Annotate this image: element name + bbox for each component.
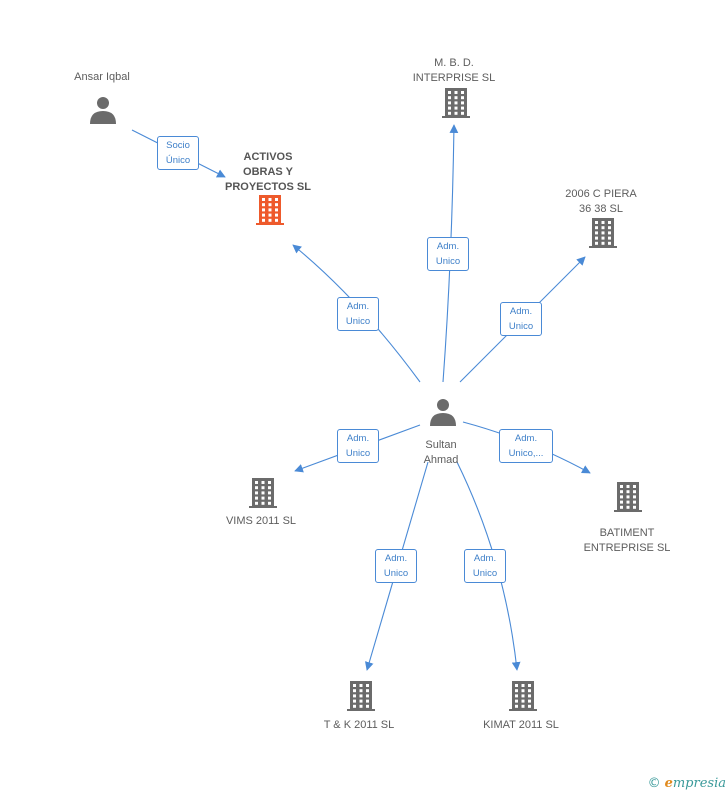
edge-label-sultan-kimat[interactable]: Adm. Unico [464,549,506,583]
empresia-brand[interactable]: ©empresia [648,776,726,791]
copyright-symbol: © [647,776,661,791]
building-icon-vims[interactable] [249,478,277,508]
person-icon-ansar[interactable] [90,97,116,124]
building-icon-tk[interactable] [347,681,375,711]
node-label-mbd[interactable]: M. B. D. INTERPRISE SL [412,57,496,84]
person-icon-sultan[interactable] [430,399,456,426]
building-icon-piera[interactable] [589,218,617,248]
edge-label-sultan-tk[interactable]: Adm. Unico [375,549,417,583]
node-label-sultan[interactable]: Sultan Ahmad [423,439,459,466]
edge-label-ansar-activos[interactable]: Socio Único [157,136,199,170]
edge-label-sultan-piera[interactable]: Adm. Unico [500,302,542,336]
node-label-piera[interactable]: 2006 C PIERA 36 38 SL [565,188,637,215]
brand-name: mpresia [672,776,726,791]
brand-initial: e [664,776,673,791]
building-icon-mbd[interactable] [442,88,470,118]
edge-label-sultan-vims[interactable]: Adm. Unico [337,429,379,463]
edge-label-sultan-activos[interactable]: Adm. Unico [337,297,379,331]
node-label-vims[interactable]: VIMS 2011 SL [225,515,297,527]
node-label-kimat[interactable]: KIMAT 2011 SL [483,719,559,731]
node-label-activos[interactable]: ACTIVOS OBRAS Y PROYECTOS SL [225,151,311,193]
edge-label-sultan-batiment[interactable]: Adm. Unico,... [499,429,553,463]
building-icon-batiment[interactable] [614,482,642,512]
node-label-tk[interactable]: T & K 2011 SL [323,719,395,731]
edge-label-sultan-mbd[interactable]: Adm. Unico [427,237,469,271]
building-icon-activos[interactable] [256,195,284,225]
building-icon-kimat[interactable] [509,681,537,711]
node-label-batiment[interactable]: BATIMENT ENTREPRISE SL [583,527,671,554]
node-label-ansar[interactable]: Ansar Iqbal [74,71,130,83]
